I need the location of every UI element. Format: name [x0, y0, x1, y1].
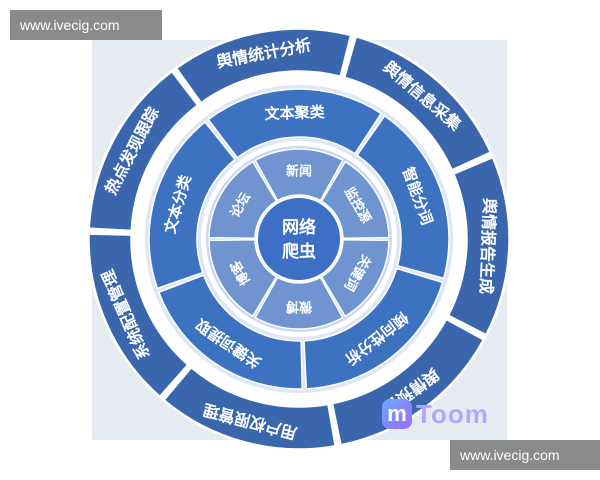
inner-ring-segment — [254, 148, 344, 202]
outer-ring-segment — [175, 28, 352, 104]
logo-text: Toom — [416, 398, 489, 429]
watermark-top: www.ivecig.com — [10, 10, 162, 40]
inner-ring-segment — [320, 160, 390, 240]
outer-ring-segment — [447, 156, 510, 336]
inner-ring-segment — [208, 160, 278, 240]
middle-ring-segment — [207, 88, 383, 159]
inner-ring-segment — [320, 238, 390, 318]
inner-ring-segment — [254, 276, 344, 330]
inner-ring-label: 微博 — [286, 299, 313, 315]
middle-ring-label: 文本聚类 — [264, 103, 326, 123]
toom-logo: m Toom — [382, 397, 489, 431]
watermark-bottom: www.ivecig.com — [450, 440, 600, 470]
center-label-line-1: 网络 — [282, 217, 316, 238]
outer-ring-segment — [163, 366, 337, 450]
center-circle — [256, 196, 342, 282]
outer-ring-segment — [331, 318, 485, 446]
middle-ring-segment — [303, 267, 444, 390]
middle-ring-segment — [356, 114, 450, 280]
inner-ring-segment — [208, 238, 278, 318]
outer-ring-segment — [88, 70, 199, 232]
center-label-line-2: 爬虫 — [282, 241, 316, 262]
inner-ring-label: 新闻 — [286, 164, 312, 180]
logo-mark-icon: m — [382, 399, 412, 429]
outer-ring-label: 舆情报告生成 — [477, 198, 500, 295]
middle-ring-segment — [157, 274, 303, 390]
middle-ring-segment — [148, 121, 237, 290]
center-hub: 网络 爬虫 — [256, 196, 342, 282]
outer-ring-segment — [88, 233, 189, 398]
outer-ring-segment — [343, 36, 492, 171]
